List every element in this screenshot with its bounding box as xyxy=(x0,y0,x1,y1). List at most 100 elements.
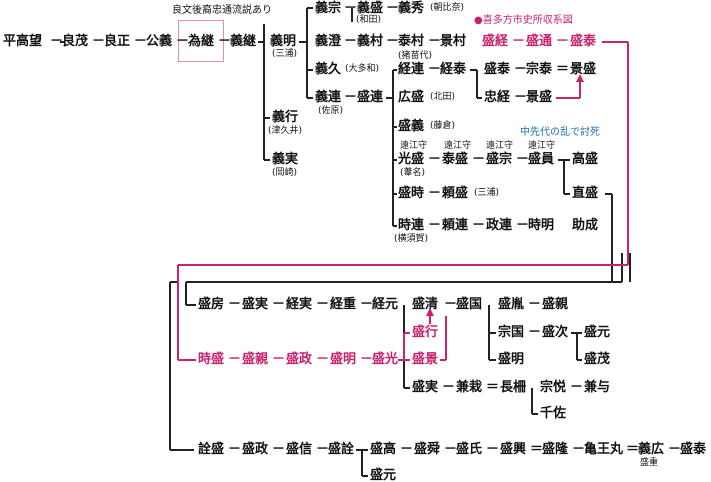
note-rumor: 良文後裔忠通流説あり xyxy=(172,5,272,16)
sub-yokosuka: (横須賀) xyxy=(394,234,429,244)
person-morimasa: 盛政 xyxy=(286,352,313,367)
person-morinori: 盛詮 xyxy=(328,442,355,457)
person-tsunezane: 経実 xyxy=(286,297,313,312)
person-morikage: 盛景 xyxy=(412,352,439,367)
person-morichika2: 盛親 xyxy=(242,352,269,367)
person-hiratakamochi: 平高望 xyxy=(3,34,43,49)
person-tokimori: 時盛 xyxy=(198,352,225,367)
sub-asahina: (朝比奈) xyxy=(430,3,465,13)
person-yoshitsugu: 義継 xyxy=(230,34,257,49)
person-yoshimune: 義宗 xyxy=(315,1,342,16)
person-chisa: 千佐 xyxy=(540,406,567,421)
person-yoshimochi: 良茂 xyxy=(62,34,89,49)
rumor-box xyxy=(178,20,224,62)
person-moriuji: 盛氏 xyxy=(456,442,483,457)
title-tootomi-3: 遠江守 xyxy=(486,141,514,151)
person-tsuneshige: 経重 xyxy=(330,297,357,312)
person-mitsumori: 光盛 xyxy=(398,152,425,167)
sub-sahara: (佐原) xyxy=(318,106,344,116)
person-morioki: 盛興 xyxy=(500,442,527,457)
person-yoritsura: 頼連 xyxy=(442,218,469,233)
person-masatsura: 政連 xyxy=(486,218,513,233)
person-yoshiyuki: 義行 xyxy=(272,110,299,125)
person-yoshizane: 義実 xyxy=(272,152,299,167)
person-yoshitsura: 義連 xyxy=(315,90,342,105)
title-tootomi-1: 遠江守 xyxy=(400,141,428,151)
person-nagatsuna: 長柵 xyxy=(500,380,527,395)
person-tametsugu: 為継 xyxy=(188,34,215,49)
person-moriyuki: 盛行 xyxy=(412,325,439,340)
person-morifusa: 盛房 xyxy=(198,297,225,312)
title-tootomi-2: 遠江守 xyxy=(444,141,472,151)
person-morisaki: 盛経 xyxy=(482,34,509,49)
person-munekuni: 宗国 xyxy=(498,325,525,340)
person-moriyasu-top: 盛泰 xyxy=(570,34,597,49)
person-morimoto2: 盛元 xyxy=(370,468,397,482)
person-yoshihisa: 義久 xyxy=(315,62,342,77)
person-takamori: 高盛 xyxy=(572,152,599,167)
person-morimitsu: 盛光 xyxy=(372,352,399,367)
arrow-up-icon-2 xyxy=(426,308,434,316)
person-yasumori: 泰盛 xyxy=(442,152,469,167)
person-morikuni: 盛国 xyxy=(456,297,483,312)
person-yoshihiro: 義広 xyxy=(638,442,665,457)
person-moriyasu-last: 盛泰 xyxy=(680,442,707,457)
person-yoshiaki: 義明 xyxy=(270,34,297,49)
person-morikiyo: 盛清 xyxy=(412,297,439,312)
person-morisaku: 盛胤 xyxy=(498,297,525,312)
person-kanetane: 兼栽 xyxy=(456,380,483,395)
note-archive: ●喜多方市史所収系図 xyxy=(474,15,573,26)
sub-kitada: (北田) xyxy=(430,92,456,102)
person-tadatsune: 忠経 xyxy=(484,90,511,105)
person-hiromori: 広盛 xyxy=(398,90,425,105)
sub-otawa: (大多和) xyxy=(345,64,380,74)
person-morimune: 盛宗 xyxy=(486,152,513,167)
arrow-up-icon xyxy=(576,74,584,82)
title-tootomi-4: 遠江守 xyxy=(528,141,556,151)
person-morichika: 盛親 xyxy=(542,297,569,312)
person-yorimori: 頼盛 xyxy=(442,186,469,201)
person-naomori: 直盛 xyxy=(572,186,599,201)
person-moritsugu: 盛次 xyxy=(542,325,569,340)
person-yoshimura: 義村 xyxy=(357,34,384,49)
sub-miura: (三浦) xyxy=(272,49,298,59)
person-tsuneyasu: 経泰 xyxy=(440,62,467,77)
person-moritsu: 盛通 xyxy=(526,34,553,49)
person-kagemori2: 景盛 xyxy=(526,90,553,105)
person-moritoki: 盛時 xyxy=(398,186,425,201)
person-muneyoshi: 宗悦 xyxy=(540,380,567,395)
black-lines xyxy=(60,7,631,477)
person-moritaka: 盛高 xyxy=(370,442,397,457)
person-moriaki: 盛明 xyxy=(498,352,525,367)
sub-inawashiro: (猪苗代) xyxy=(398,51,433,61)
sub-wada: (和田) xyxy=(356,15,382,25)
person-muneyasu: 宗泰 xyxy=(526,62,553,77)
person-moriyasu: 盛泰 xyxy=(484,62,511,77)
person-moriyoshi: 盛義 xyxy=(398,119,425,134)
person-yoshihide: 義秀 xyxy=(398,1,425,16)
sub-ashina: (葦名) xyxy=(400,168,426,178)
sub-okazaki: (岡崎) xyxy=(272,168,298,178)
person-yoshizumi: 義澄 xyxy=(315,34,342,49)
highlight-lines xyxy=(177,41,629,361)
person-sukenari: 助成 xyxy=(572,218,599,233)
person-morimoto: 盛元 xyxy=(584,325,611,340)
person-moritaka2: 盛隆 xyxy=(542,442,569,457)
person-kagemori: 景盛 xyxy=(570,62,597,77)
person-tokiaki: 時明 xyxy=(528,218,555,233)
person-moritsura: 盛連 xyxy=(357,90,384,105)
note-shinanodai: 中先代の乱で討死 xyxy=(520,127,600,138)
person-noritomo: 詮盛 xyxy=(198,442,225,457)
person-morizane2: 盛実 xyxy=(412,380,439,395)
person-kagemura: 景村 xyxy=(440,34,467,49)
sub-tsukui: (津久井) xyxy=(268,126,303,136)
person-morikazu: 盛員 xyxy=(528,152,555,167)
person-moriaki2: 盛明 xyxy=(330,352,357,367)
person-morimasa2: 盛政 xyxy=(242,442,269,457)
person-yasumura: 泰村 xyxy=(398,34,425,49)
person-tokitsura: 時連 xyxy=(398,218,425,233)
person-morinobu: 盛信 xyxy=(286,442,313,457)
person-yoshimori: 義盛 xyxy=(357,1,384,16)
